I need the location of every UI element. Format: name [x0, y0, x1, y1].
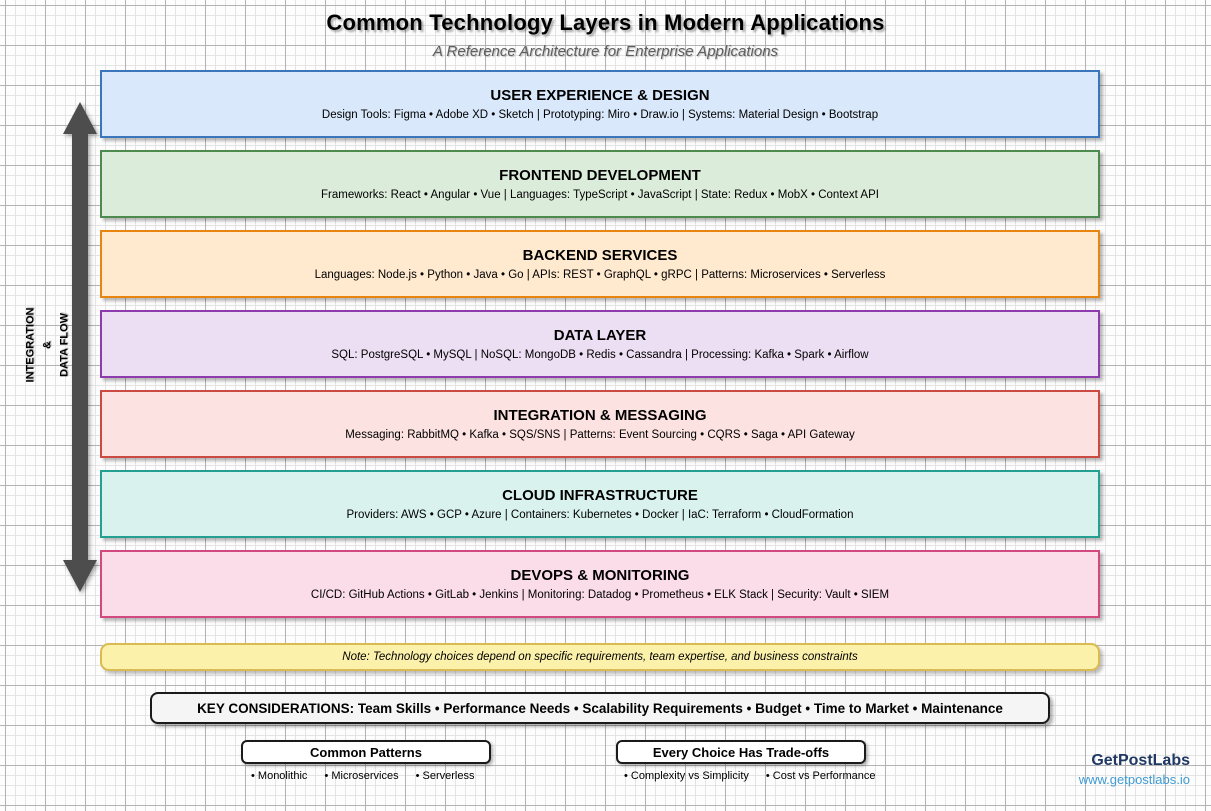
diagram-header: Common Technology Layers in Modern Appli… [0, 10, 1211, 60]
arrow-shape [63, 102, 97, 592]
bullet-item: • Serverless [415, 770, 475, 782]
note-box: Note: Technology choices depend on speci… [100, 643, 1100, 671]
brand-name: GetPostLabs [1091, 752, 1190, 769]
layer-title: BACKEND SERVICES [522, 247, 678, 264]
layer-title: DATA LAYER [553, 327, 647, 344]
layer-integration-messaging: INTEGRATION & MESSAGING Messaging: Rabbi… [100, 390, 1100, 458]
bullet-item: • Cost vs Performance [765, 770, 876, 782]
page-title: Common Technology Layers in Modern Appli… [326, 10, 885, 35]
common-patterns-box: Common Patterns [241, 740, 491, 764]
tradeoffs-items: • Complexity vs Simplicity • Cost vs Perf… [624, 770, 875, 782]
bullet-item: • Monolithic [251, 770, 308, 782]
tradeoffs-box: Every Choice Has Trade-offs [616, 740, 866, 764]
layer-title: CLOUD INFRASTRUCTURE [502, 487, 698, 504]
layer-cloud-infrastructure: CLOUD INFRASTRUCTURE Providers: AWS • GC… [100, 470, 1100, 538]
layer-title: INTEGRATION & MESSAGING [493, 407, 707, 424]
layer-detail: Languages: Node.js • Python • Java • Go … [314, 269, 886, 281]
flow-label-line: & [41, 341, 54, 349]
layer-title: DEVOPS & MONITORING [510, 567, 690, 584]
key-considerations-text: KEY CONSIDERATIONS: Team Skills • Perfor… [197, 700, 1003, 716]
layer-detail: SQL: PostgreSQL • MySQL | NoSQL: MongoDB… [331, 349, 869, 361]
flow-label-line: INTEGRATION [24, 307, 37, 383]
common-patterns-items: • Monolithic • Microservices • Serverless [251, 770, 474, 782]
vertical-double-arrow-icon [63, 102, 97, 592]
layer-detail: Frameworks: React • Angular • Vue | Lang… [321, 189, 879, 201]
layer-backend-services: BACKEND SERVICES Languages: Node.js • Py… [100, 230, 1100, 298]
branding-block: GetPostLabs www.getpostlabs.io [1079, 752, 1190, 787]
note-text: Note: Technology choices depend on speci… [342, 651, 858, 663]
layer-stack: USER EXPERIENCE & DESIGN Design Tools: F… [100, 70, 1100, 630]
layer-detail: Design Tools: Figma • Adobe XD • Sketch … [321, 109, 879, 121]
layer-detail: Messaging: RabbitMQ • Kafka • SQS/SNS | … [345, 429, 855, 441]
flow-label-line: DATA FLOW [58, 313, 71, 377]
bullet-item: • Microservices [324, 770, 399, 782]
layer-title: USER EXPERIENCE & DESIGN [490, 87, 710, 104]
layer-frontend-development: FRONTEND DEVELOPMENT Frameworks: React •… [100, 150, 1100, 218]
layer-detail: Providers: AWS • GCP • Azure | Container… [346, 509, 854, 521]
layer-detail: CI/CD: GitHub Actions • GitLab • Jenkins… [310, 589, 890, 601]
brand-url-link[interactable]: www.getpostlabs.io [1078, 772, 1190, 787]
page-subtitle: A Reference Architecture for Enterprise … [432, 43, 779, 60]
bullet-item: • Complexity vs Simplicity [624, 770, 749, 782]
integration-data-flow-label: INTEGRATION & DATA FLOW [23, 248, 83, 443]
layer-data-layer: DATA LAYER SQL: PostgreSQL • MySQL | NoS… [100, 310, 1100, 378]
key-considerations-box: KEY CONSIDERATIONS: Team Skills • Perfor… [150, 692, 1050, 724]
layer-user-experience-design: USER EXPERIENCE & DESIGN Design Tools: F… [100, 70, 1100, 138]
common-patterns-title: Common Patterns [310, 744, 422, 760]
layer-title: FRONTEND DEVELOPMENT [499, 167, 701, 184]
layer-devops-monitoring: DEVOPS & MONITORING CI/CD: GitHub Action… [100, 550, 1100, 618]
tradeoffs-title: Every Choice Has Trade-offs [652, 744, 830, 760]
